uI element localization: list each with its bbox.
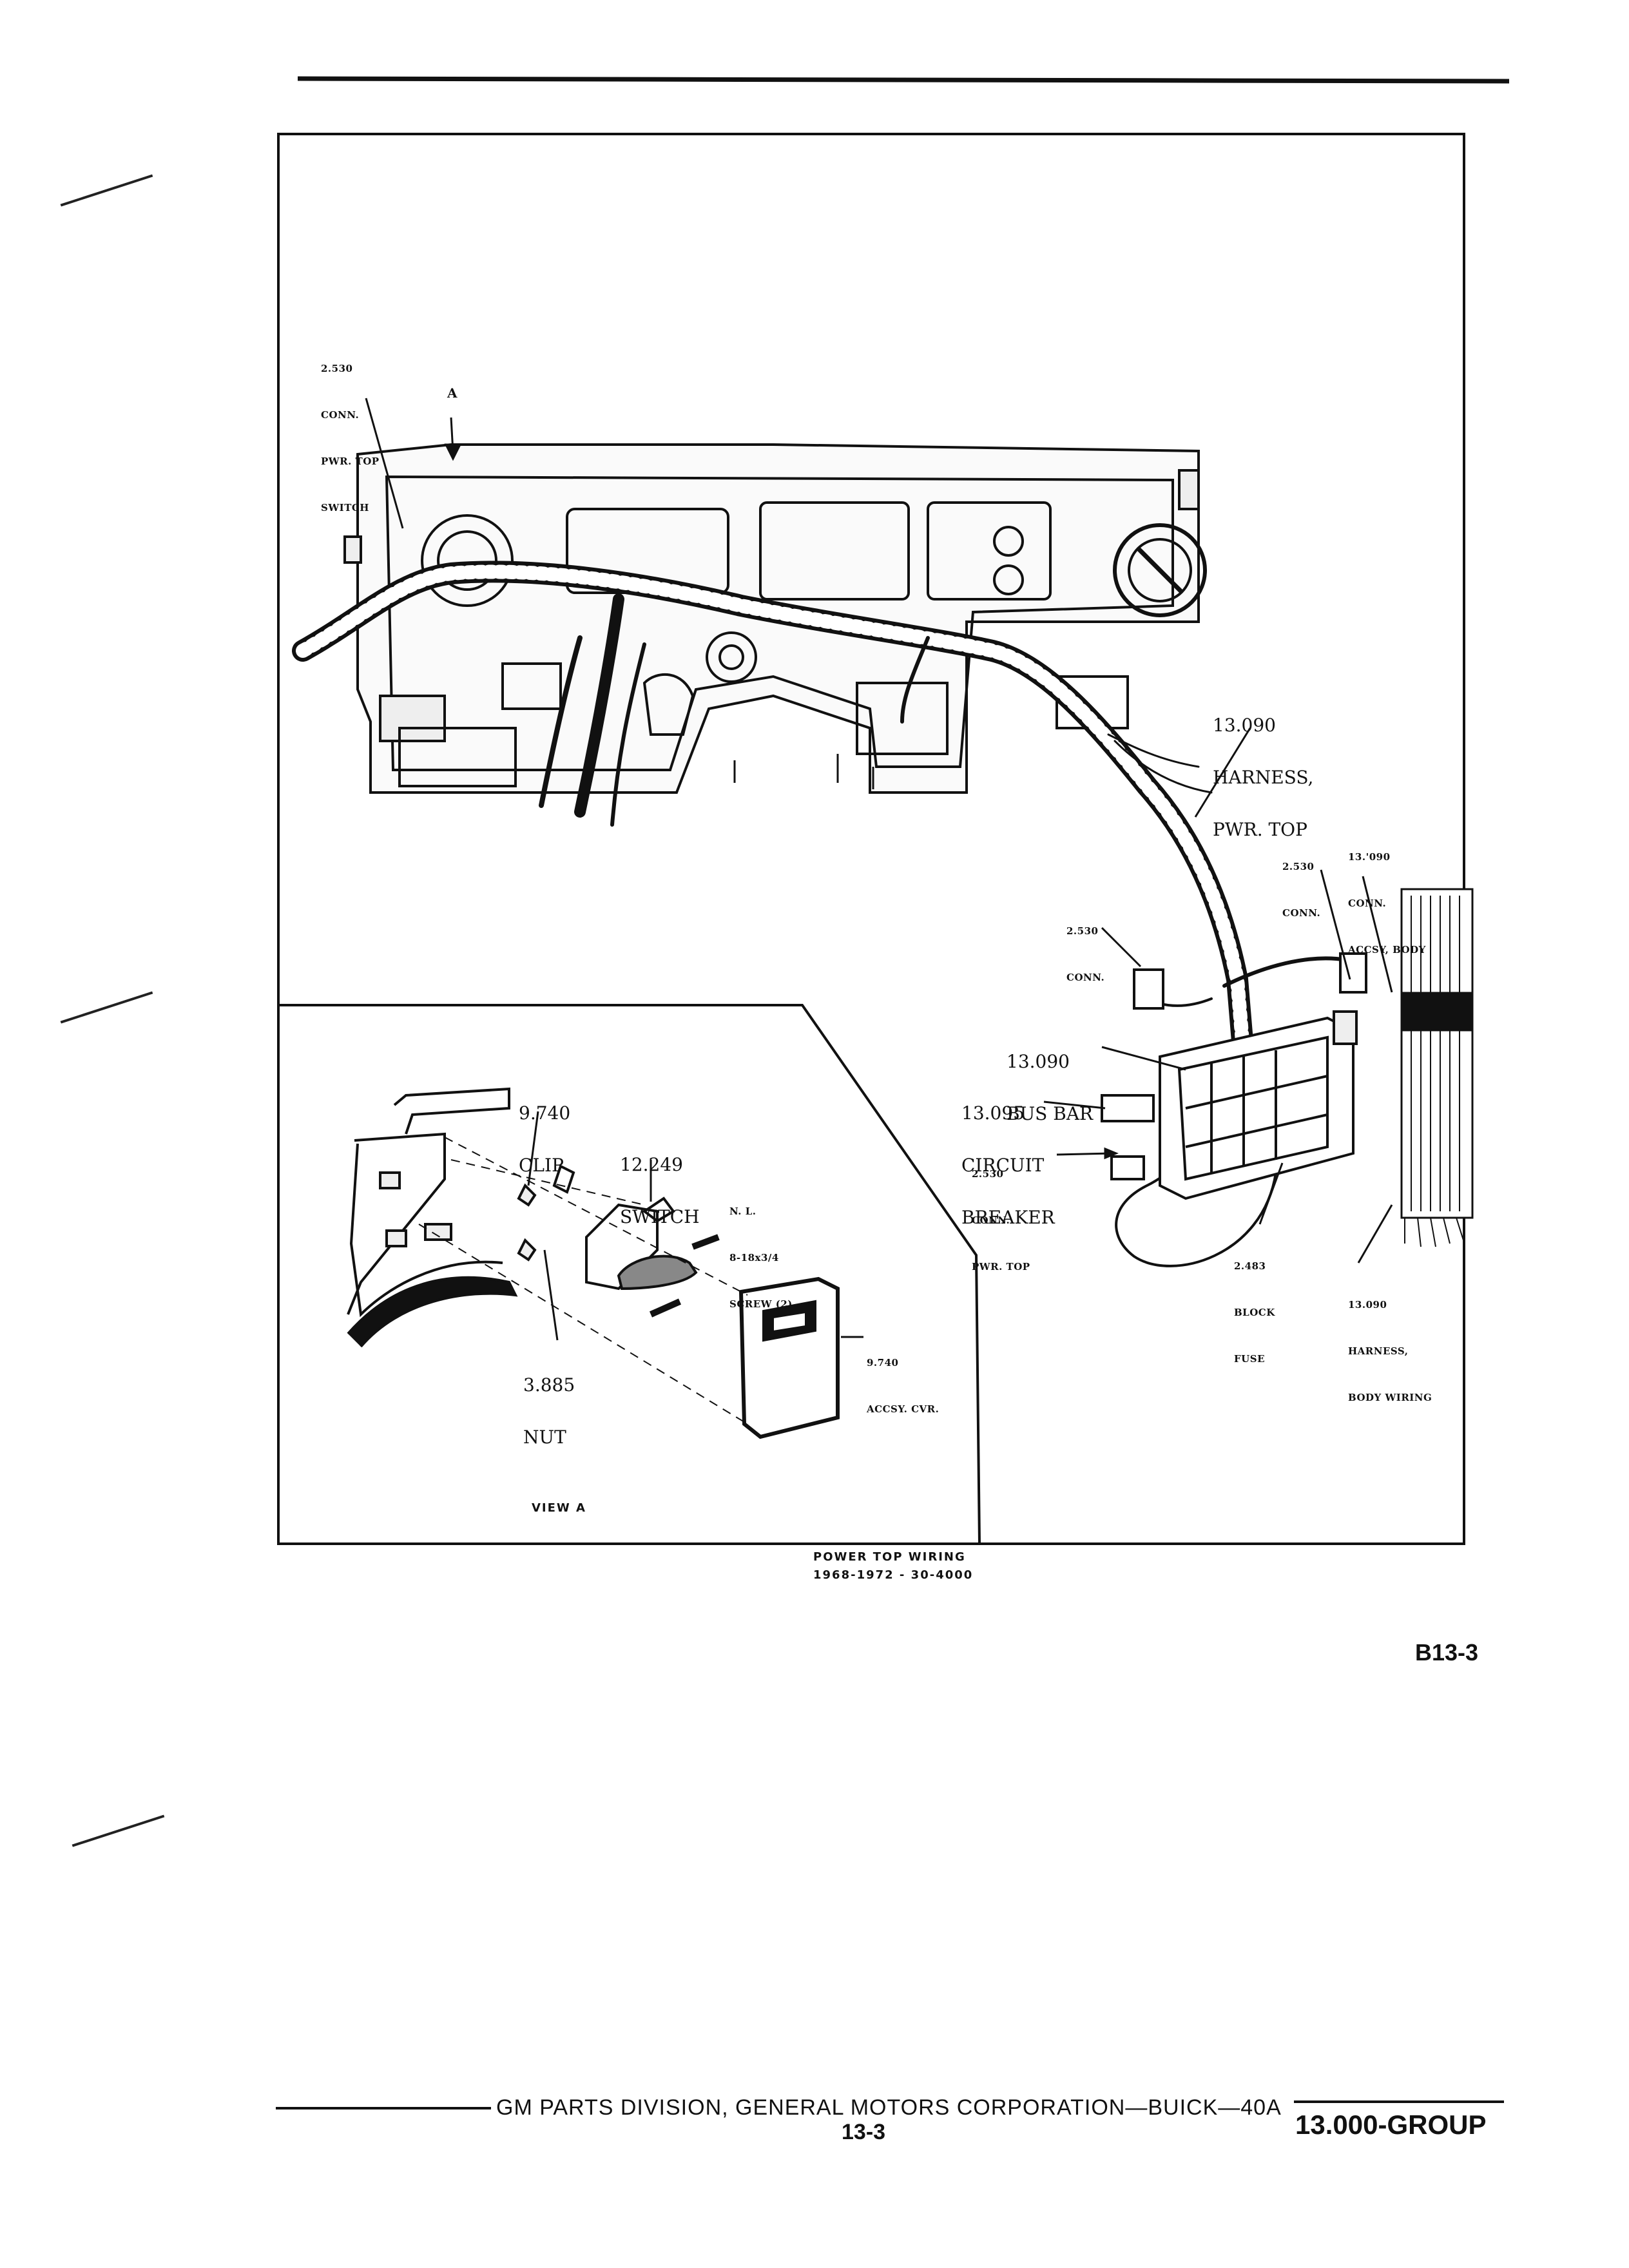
leader-lines [365, 398, 1393, 1341]
callout-text: CIRCUIT [961, 1155, 1045, 1176]
callout-text: 8-18x3/4 [729, 1252, 779, 1264]
callout-pwr-top-switch-conn: 2.530 CONN. PWR. TOP SWITCH [321, 330, 380, 531]
callout-text: CONN. [1066, 972, 1105, 983]
callout-text: PWR. TOP [972, 1261, 1030, 1273]
callout-text: CONN. [321, 409, 360, 421]
callout-clip: 9.740 CLIP [519, 1070, 570, 1191]
footer-page-number: 13-3 [842, 2120, 886, 2144]
callout-number: 13.090 [1348, 1299, 1387, 1311]
callout-text: NUT [523, 1427, 566, 1448]
callout-number: 13.095 [961, 1102, 1025, 1124]
callout-number: 3.885 [523, 1374, 575, 1396]
callout-text: BUS BAR [1007, 1103, 1094, 1124]
callout-harness-pwr-top: 13.090 HARNESS, PWR. TOP [1213, 682, 1313, 856]
callout-number: 2.530 [972, 1168, 1004, 1180]
page-ref: B13-3 [1415, 1639, 1479, 1666]
callout-number: N. L. [729, 1206, 757, 1217]
callout-text: HARNESS, [1348, 1345, 1409, 1357]
callout-conn-mid: 2.530 CONN. [1066, 892, 1104, 1001]
callout-number: 13.'090 [1348, 851, 1391, 863]
inset-title: VIEW A [532, 1501, 586, 1515]
callout-text: SWITCH [321, 502, 369, 514]
callout-text: PWR. TOP [321, 456, 380, 467]
callout-conn-right: 2.530 CONN. [1282, 828, 1320, 936]
callout-fuse-block: 2.483 BLOCK FUSE [1234, 1227, 1275, 1382]
callout-number: 13.090 [1007, 1051, 1070, 1072]
callout-text: BREAKER [961, 1207, 1055, 1228]
callout-number: 9.740 [867, 1357, 899, 1369]
callout-text: SWITCH [620, 1206, 700, 1227]
callout-text: ACCSY, BODY [1348, 944, 1426, 956]
callout-text: CONN. [972, 1215, 1010, 1226]
callout-bus-bar: 13.090 BUS BAR [1007, 1018, 1093, 1140]
fuse-block-illustration [1101, 952, 1367, 1200]
callout-text: SCREW (2) [729, 1298, 793, 1310]
body-wiring-bundle [1400, 888, 1474, 1247]
top-rule [297, 76, 1510, 84]
callout-number: 9.740 [519, 1102, 571, 1124]
callout-number: 2.530 [321, 363, 353, 374]
callout-text: CONN. [1348, 898, 1387, 909]
footer-publisher: GM PARTS DIVISION, GENERAL MOTORS CORPOR… [496, 2095, 1282, 2120]
callout-nut: 3.885 NUT [523, 1341, 575, 1463]
footer-group: 13.000-GROUP [1295, 2109, 1487, 2140]
figure-frame [277, 133, 1465, 1545]
callout-text: BODY WIRING [1348, 1392, 1432, 1403]
callout-number: 13.090 [1213, 715, 1276, 736]
callout-switch: 12.249 SWITCH [620, 1121, 700, 1243]
callout-number: 12.249 [620, 1154, 683, 1175]
view-a-marker: A [447, 385, 458, 401]
callout-accsy-cvr: 9.740 ACCSY. CVR. [867, 1324, 939, 1432]
callout-text: FUSE [1234, 1353, 1265, 1365]
callout-screw: N. L. 8-18x3/4 SCREW (2) [729, 1173, 793, 1327]
callout-text: PWR. TOP [1213, 819, 1307, 840]
figure-caption-subtitle: 1968-1972 - 30-4000 [813, 1568, 974, 1582]
callout-conn-pwr-top: 2.530 CONN. PWR. TOP [972, 1135, 1030, 1290]
callout-text: CONN. [1282, 907, 1321, 919]
callout-text: ACCSY. CVR. [867, 1403, 940, 1415]
callout-harness-body-wiring: 13.090 HARNESS, BODY WIRING [1348, 1266, 1432, 1421]
callout-text: CLIP [519, 1155, 564, 1176]
callout-number: 2.483 [1234, 1260, 1266, 1272]
callout-text: HARNESS, [1213, 767, 1314, 788]
callout-text: BLOCK [1234, 1307, 1275, 1318]
callout-number: 2.530 [1282, 861, 1315, 872]
inset-frame [278, 1004, 981, 1544]
callout-number: 2.530 [1066, 925, 1099, 937]
callout-circuit-breaker: 13.095 CIRCUIT BREAKER [961, 1070, 1055, 1244]
figure-caption-title: POWER TOP WIRING [813, 1550, 966, 1564]
callout-conn-accsy-body: 13.'090 CONN. ACCSY, BODY [1348, 818, 1426, 973]
view-a-illustration [347, 1087, 840, 1439]
